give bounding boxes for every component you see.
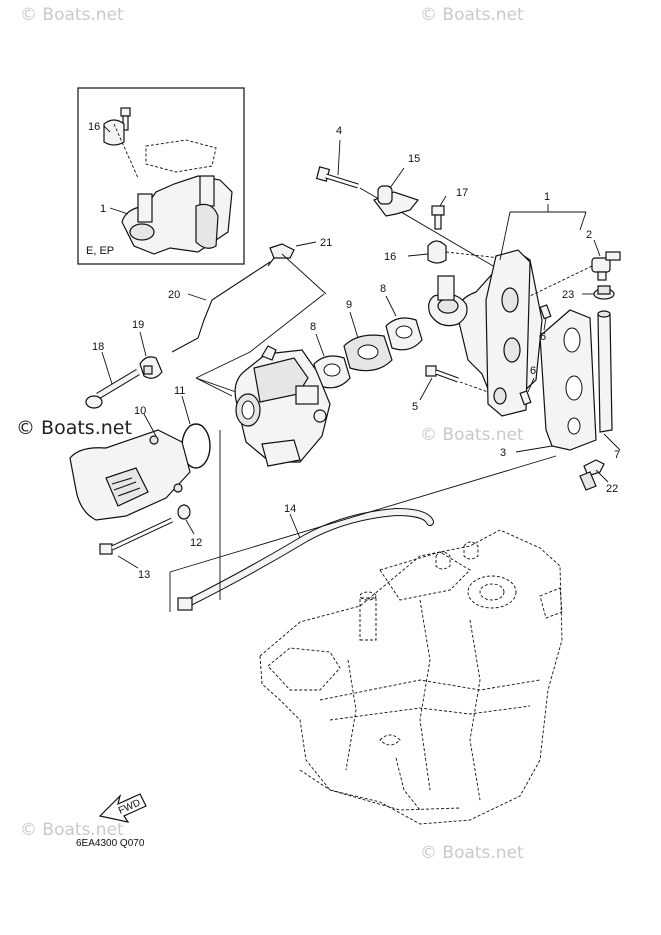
watermark-bottom-right: © Boats.net (420, 843, 524, 863)
callout-2: 2 (586, 229, 592, 241)
part-screw-17 (431, 205, 445, 230)
part-bolt-4 (315, 166, 359, 189)
diagram-code: 6EA4300 Q070 (76, 838, 145, 849)
callout-7: 7 (614, 449, 620, 461)
callout-17: 17 (456, 187, 468, 199)
callout-14: 14 (284, 503, 296, 515)
inset-intake-manifold (121, 175, 233, 255)
inset-variant-box: 16 1 E, EP (77, 87, 245, 265)
callout-10: 10 (134, 405, 146, 417)
part-pin-6b (519, 390, 532, 406)
callout-3: 3 (500, 447, 506, 459)
callout-13: 13 (138, 569, 150, 581)
part-shaft-18 (85, 368, 140, 409)
inset-callout-1: 1 (100, 203, 106, 215)
part-gasket-3 (539, 309, 597, 451)
watermark-top-right: © Boats.net (420, 5, 524, 25)
part-insulator-9 (343, 334, 393, 372)
callout-20: 20 (168, 289, 180, 301)
callout-8a: 8 (380, 283, 386, 295)
part-bolt-5 (425, 365, 459, 383)
callout-6a: 6 (540, 331, 546, 343)
callout-16: 16 (384, 251, 396, 263)
callout-4: 4 (336, 125, 342, 137)
watermark-mid-left: © Boats.net (16, 417, 132, 439)
inset-clamp (103, 119, 125, 146)
callout-18: 18 (92, 341, 104, 353)
part-fuel-hose-14 (177, 507, 434, 611)
callout-6b: 6 (530, 365, 536, 377)
part-bracket-15 (373, 185, 420, 217)
part-knob-19 (139, 356, 163, 379)
callout-1: 1 (544, 191, 550, 203)
callout-15: 15 (408, 153, 420, 165)
callout-22: 22 (606, 483, 618, 495)
part-link-rod-20 (171, 257, 275, 353)
part-fitting-2 (591, 251, 621, 281)
part-clamp-16 (427, 240, 447, 264)
part-intake-manifold-1 (428, 249, 543, 417)
watermark-top-left: © Boats.net (20, 5, 124, 25)
part-valve-22 (579, 459, 605, 491)
part-bolt-13 (99, 517, 174, 555)
callout-8b: 8 (310, 321, 316, 333)
part-gasket-8a (385, 317, 423, 351)
callout-11: 11 (174, 385, 185, 397)
part-gasket-8b (313, 355, 351, 389)
part-hose-7 (597, 310, 613, 433)
part-clip-23 (593, 285, 615, 300)
part-clip-21 (269, 243, 295, 259)
engine-block-ghost (259, 529, 563, 825)
inset-bracket-outline (145, 139, 217, 173)
forward-arrow-icon: FWD (98, 793, 147, 823)
callout-19: 19 (132, 319, 144, 331)
part-silencer-10 (69, 429, 191, 521)
part-pin-6a (539, 304, 552, 320)
watermark-bottom-left: © Boats.net (20, 820, 124, 840)
callout-12: 12 (190, 537, 202, 549)
callout-5: 5 (412, 401, 418, 413)
callout-9: 9 (346, 299, 352, 311)
watermark-mid-right: © Boats.net (420, 425, 524, 445)
inset-callout-16: 16 (88, 121, 100, 133)
inset-variant-label: E, EP (86, 245, 114, 257)
part-carburetor (234, 345, 331, 467)
callout-23: 23 (562, 289, 574, 301)
part-grommet-12 (177, 504, 191, 520)
callout-21: 21 (320, 237, 332, 249)
